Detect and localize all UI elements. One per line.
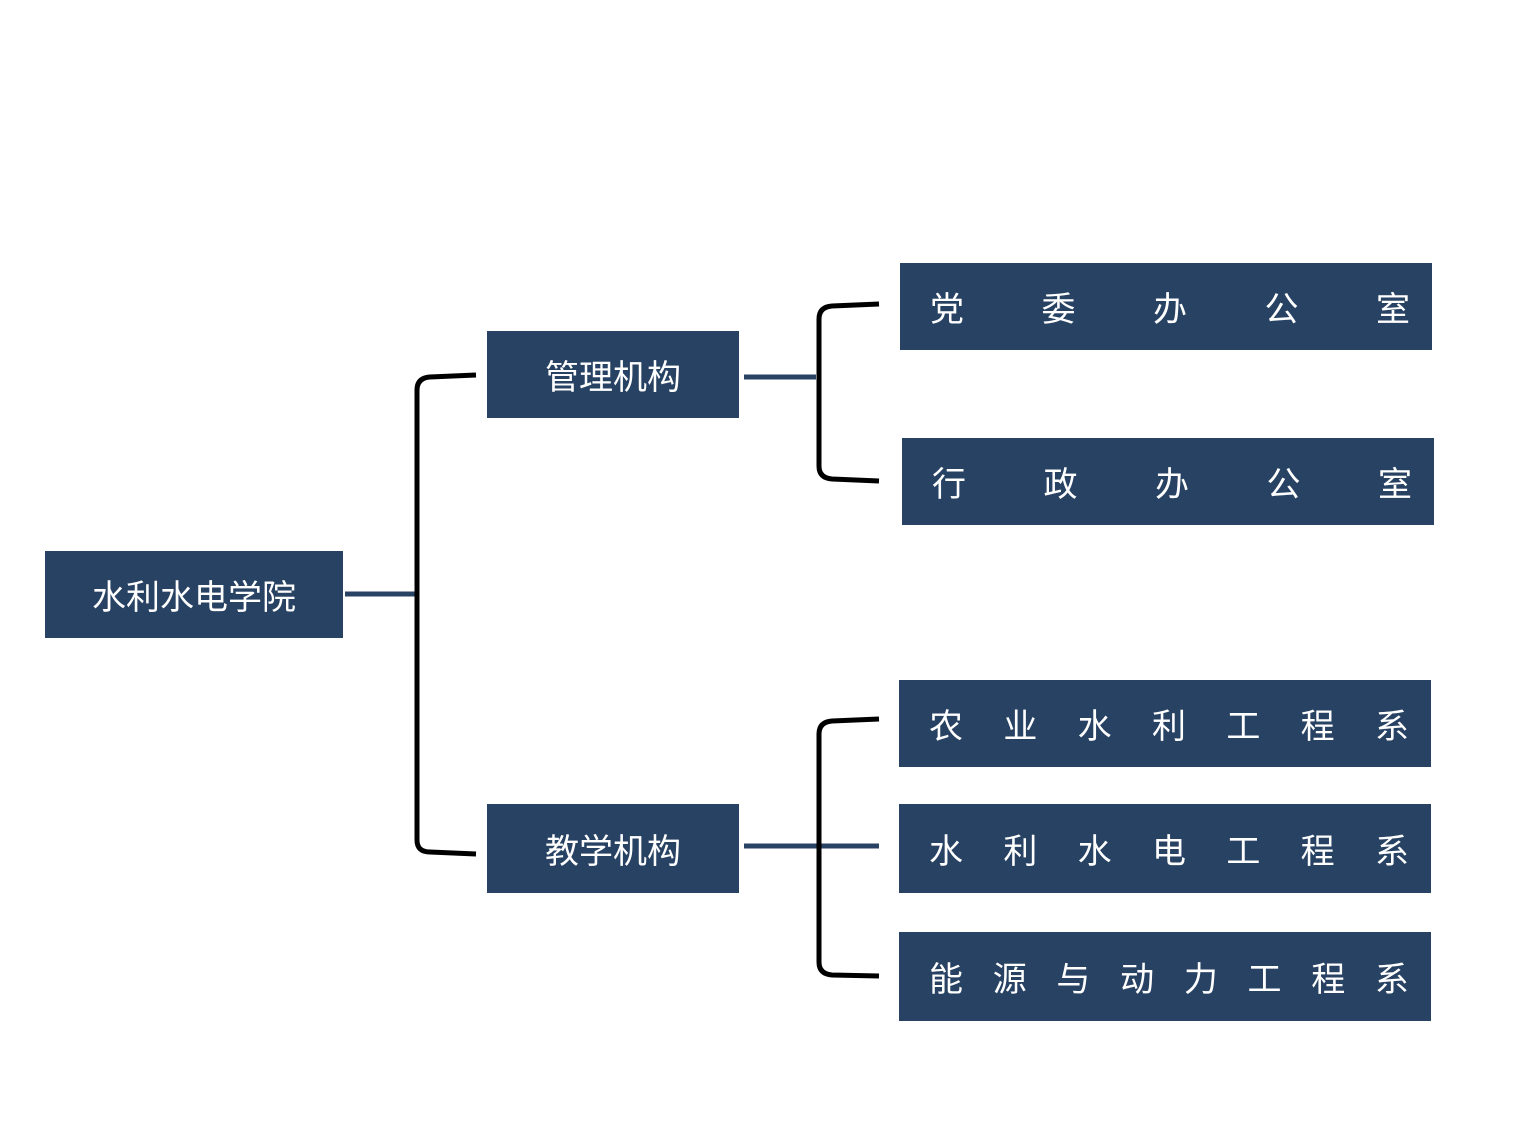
branch-label: 教学机构	[545, 832, 681, 872]
leaf-node: 农业水利工程系	[899, 680, 1431, 767]
leaf-char: 程	[1311, 960, 1346, 1000]
leaf-char: 系	[1374, 707, 1409, 747]
leaf-char: 水	[1077, 832, 1112, 872]
leaf-char: 动	[1120, 960, 1155, 1000]
leaf-char: 公	[1264, 290, 1299, 330]
leaf-char: 公	[1266, 465, 1301, 505]
leaf-char: 业	[1003, 707, 1038, 747]
leaf-char: 农	[929, 707, 963, 747]
branch-node-teaching: 教学机构	[487, 804, 739, 893]
leaf-char: 利	[1151, 707, 1186, 747]
leaf-char: 党	[930, 290, 964, 330]
leaf-char: 与	[1056, 960, 1091, 1000]
root-node: 水利水电学院	[45, 551, 343, 638]
leaf-char: 系	[1374, 832, 1409, 872]
leaf-char: 程	[1300, 832, 1335, 872]
leaf-char: 办	[1155, 465, 1189, 505]
leaf-char: 利	[1003, 832, 1038, 872]
leaf-node: 能源与动力工程系	[899, 932, 1431, 1021]
leaf-char: 能	[929, 960, 963, 1000]
leaf-char: 工	[1226, 832, 1261, 872]
leaf-node: 水利水电工程系	[899, 804, 1431, 893]
leaf-char: 力	[1183, 960, 1218, 1000]
leaf-char: 政	[1043, 465, 1078, 505]
leaf-char: 办	[1153, 290, 1187, 330]
leaf-char: 电	[1151, 832, 1186, 872]
leaf-char: 工	[1226, 707, 1261, 747]
branch-label: 管理机构	[545, 358, 681, 398]
root-label: 水利水电学院	[92, 578, 296, 618]
leaf-char: 系	[1374, 960, 1409, 1000]
leaf-char: 水	[929, 832, 963, 872]
root-bracket	[414, 372, 477, 857]
leaf-char: 水	[1077, 707, 1112, 747]
mgmt-bracket	[816, 301, 880, 484]
leaf-char: 源	[992, 960, 1027, 1000]
leaf-char: 工	[1247, 960, 1282, 1000]
leaf-node: 行政办公室	[902, 438, 1434, 525]
leaf-char: 室	[1376, 290, 1410, 330]
branch-node-management: 管理机构	[487, 331, 739, 418]
leaf-char: 程	[1300, 707, 1335, 747]
leaf-char: 委	[1041, 290, 1076, 330]
teach-bracket	[816, 716, 880, 979]
leaf-char: 室	[1378, 465, 1412, 505]
leaf-node: 党委办公室	[900, 263, 1432, 350]
leaf-char: 行	[932, 465, 966, 505]
